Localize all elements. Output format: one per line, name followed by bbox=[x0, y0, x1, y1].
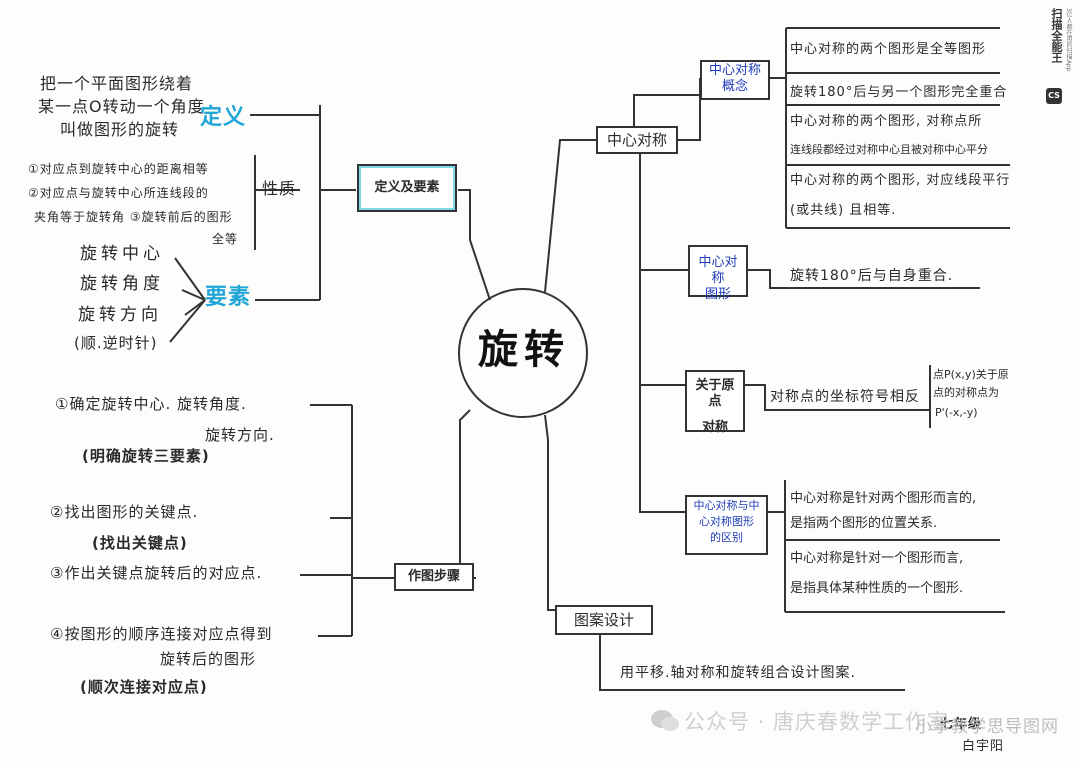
difference-box-line-3: 的区别 bbox=[710, 531, 743, 544]
concept-line-3: 中心对称的两个图形, 对称点所 bbox=[790, 114, 983, 129]
origin-note-1: 点P(x,y)关于原 bbox=[933, 368, 1009, 381]
definition-line-2: 某一点O转动一个角度 bbox=[38, 97, 205, 116]
central-symmetry-box: 中心对称 bbox=[596, 126, 678, 154]
scanner-badge: CS 扫描全能王 3亿人都在用的扫描App bbox=[1046, 8, 1074, 113]
definition-line-3: 叫做图形的旋转 bbox=[60, 120, 180, 139]
concept-line-1: 中心对称的两个图形是全等图形 bbox=[790, 42, 987, 57]
step4-line-2: 旋转后的图形 bbox=[160, 650, 257, 668]
concept-line-2: 旋转180°后与另一个图形完全重合 bbox=[790, 85, 1008, 100]
step4-line-3: (顺次连接对应点) bbox=[80, 678, 208, 696]
concept-box-line-2: 概念 bbox=[721, 79, 748, 94]
concept-box: 中心对称 概念 bbox=[700, 60, 770, 100]
property-line-2: ②对应点与旋转中心所连线段的 bbox=[28, 186, 209, 200]
property-line-4: 全等 bbox=[212, 232, 239, 246]
step4-line-1: ④按图形的顺序连接对应点得到 bbox=[50, 625, 273, 643]
origin-box-line-1: 关于原点 bbox=[695, 378, 735, 409]
element-line-2: 旋转角度 bbox=[80, 274, 164, 294]
definition-line-1: 把一个平面图形绕着 bbox=[40, 74, 194, 93]
element-line-3: 旋转方向 bbox=[78, 305, 162, 325]
property-tag: 性质 bbox=[262, 179, 297, 198]
central-figure-text: 旋转180°后与自身重合. bbox=[790, 268, 954, 284]
difference-line-4: 是指具体某种性质的一个图形. bbox=[790, 581, 964, 596]
watermark-text-2: 小学教学思导图网 bbox=[915, 717, 1059, 737]
step2-line-2: (找出关键点) bbox=[92, 534, 188, 552]
step1-line-2: 旋转方向. bbox=[205, 426, 275, 444]
property-line-3: 夹角等于旋转角 ③旋转前后的图形 bbox=[34, 210, 233, 224]
origin-text: 对称点的坐标符号相反 bbox=[770, 389, 920, 405]
watermark-text: 公众号 · 唐庆春数学工作室 bbox=[684, 710, 950, 734]
concept-box-line-1: 中心对称 bbox=[708, 63, 761, 78]
concept-line-6: (或共线) 且相等. bbox=[790, 203, 897, 218]
definition-tag: 定义 bbox=[200, 105, 247, 130]
property-line-1: ①对应点到旋转中心的距离相等 bbox=[28, 162, 209, 176]
origin-note-2: 点的对称点为 bbox=[933, 386, 999, 399]
central-figure-box: 中心对称 图形 bbox=[688, 245, 748, 302]
pattern-design-box: 图案设计 bbox=[555, 605, 653, 635]
origin-box-line-2: 对称 bbox=[701, 420, 728, 435]
element-line-1: 旋转中心 bbox=[80, 244, 164, 264]
step2-line-1: ②找出图形的关键点. bbox=[50, 503, 199, 521]
element-tag: 要素 bbox=[205, 285, 252, 310]
scanner-name: 扫描全能王 bbox=[1050, 8, 1063, 63]
scanner-logo: CS bbox=[1046, 88, 1062, 104]
concept-line-5: 中心对称的两个图形, 对应线段平行 bbox=[790, 173, 1011, 188]
difference-box: 中心对称与中 心对称图形 的区别 bbox=[685, 495, 768, 555]
origin-symmetry-box: 关于原点 对称 bbox=[685, 370, 745, 435]
signature-grade: 七年级 bbox=[940, 717, 983, 732]
difference-box-line-1: 中心对称与中 bbox=[693, 499, 760, 512]
central-figure-box-line-1: 中心对称 bbox=[698, 255, 738, 286]
concept-line-4: 连线段都经过对称中心且被对称中心平分 bbox=[790, 143, 988, 156]
element-line-4: (顺.逆时针) bbox=[74, 334, 158, 352]
difference-line-3: 中心对称是针对一个图形而言, bbox=[790, 551, 964, 566]
step1-line-1: ①确定旋转中心. 旋转角度. bbox=[55, 395, 247, 413]
signature-name: 白宇阳 bbox=[962, 739, 1005, 754]
difference-line-2: 是指两个图形的位置关系. bbox=[790, 516, 938, 531]
pattern-text: 用平移.轴对称和旋转组合设计图案. bbox=[620, 665, 856, 681]
step3-line-1: ③作出关键点旋转后的对应点. bbox=[50, 564, 263, 582]
center-title: 旋转 bbox=[478, 327, 570, 373]
drawing-steps-box: 作图步骤 bbox=[394, 563, 474, 591]
central-figure-box-line-2: 图形 bbox=[704, 287, 731, 302]
difference-box-line-2: 心对称图形 bbox=[699, 515, 754, 528]
center-circle bbox=[458, 288, 588, 418]
step1-line-3: (明确旋转三要素) bbox=[82, 447, 210, 465]
origin-note-3: P'(-x,-y) bbox=[935, 406, 978, 419]
definition-elements-box: 定义及要素 bbox=[357, 164, 457, 212]
watermark-wechat-icon bbox=[650, 708, 680, 739]
scanner-sub: 3亿人都在用的扫描App bbox=[1065, 8, 1072, 72]
difference-line-1: 中心对称是针对两个图形而言的, bbox=[790, 491, 977, 506]
